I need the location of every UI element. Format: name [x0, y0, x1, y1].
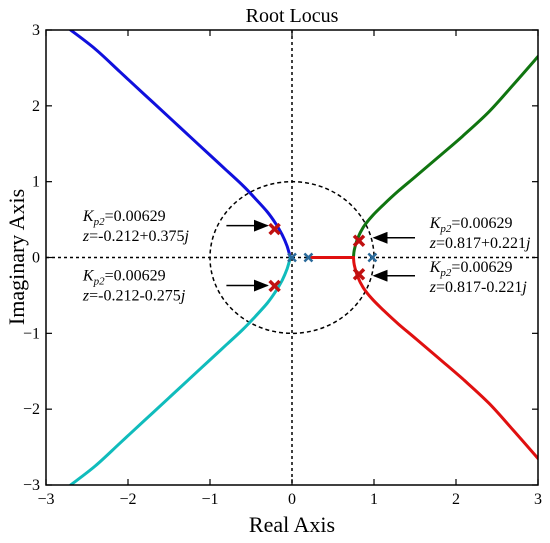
z-variable: z	[429, 235, 437, 252]
y-tick-label-5: 1	[32, 174, 40, 191]
y-tick-label-6: 2	[32, 98, 40, 115]
gain-marker-1	[268, 222, 281, 236]
annotations: Kp2=0.00629z=-0.212+0.375jKp2=0.00629z=-…	[82, 208, 531, 304]
gain-variable: K	[82, 208, 95, 225]
gain-marker-2	[268, 279, 281, 293]
locus-branch-1	[69, 30, 292, 259]
gain-subscript: p2	[439, 223, 452, 235]
z-value: =-0.212+0.375	[89, 228, 184, 245]
y-tick-label-4: 0	[32, 250, 40, 267]
z-imag-unit: j	[179, 287, 186, 304]
z-imag-unit: j	[524, 235, 531, 252]
gain-value: =0.00629	[105, 208, 166, 225]
gain-subscript: p2	[93, 216, 106, 228]
gain-subscript: p2	[93, 275, 106, 287]
annotation-z-2: z=-0.212-0.275j	[82, 287, 186, 304]
gain-marker-3	[352, 234, 366, 247]
z-value: =-0.212-0.275	[89, 287, 181, 304]
open-loop-poles	[287, 252, 378, 263]
z-imag-unit: j	[183, 228, 190, 245]
axes: −3 −2 −1 0 1 2 3 −3 −2 −1 0 1 2 3	[23, 22, 542, 508]
annotation-gain-1: Kp2=0.00629	[82, 208, 166, 228]
y-tick-label-1: −3	[23, 477, 40, 494]
gain-value: =0.00629	[451, 259, 512, 276]
y-axis-title: Imaginary Axis	[4, 189, 29, 325]
pole-marker-2	[303, 252, 314, 263]
y-tick-label-3: −1	[23, 325, 40, 342]
z-variable: z	[82, 287, 90, 304]
annotation-gain-2: Kp2=0.00629	[82, 267, 166, 287]
x-tick-label-2: −2	[119, 491, 136, 508]
gain-marker-4	[352, 268, 366, 281]
x-tick-label-5: 1	[370, 491, 378, 508]
z-variable: z	[429, 279, 437, 296]
gain-variable: K	[82, 267, 95, 284]
x-tick-label-6: 2	[452, 491, 460, 508]
annotation-gain-4: Kp2=0.00629	[429, 259, 513, 279]
gain-subscript: p2	[439, 267, 452, 279]
gain-markers	[268, 222, 366, 293]
z-variable: z	[82, 228, 90, 245]
y-tick-label-2: −2	[23, 401, 40, 418]
y-tick-label-7: 3	[32, 22, 40, 39]
z-imag-unit: j	[520, 279, 527, 296]
gain-variable: K	[429, 215, 442, 232]
x-axis-title: Real Axis	[249, 512, 335, 537]
x-tick-label-1: −3	[37, 491, 54, 508]
pole-marker-3	[367, 252, 378, 263]
z-value: =0.817+0.221	[436, 235, 526, 252]
locus-branch-2	[69, 256, 292, 485]
annotation-z-1: z=-0.212+0.375j	[82, 228, 190, 245]
z-value: =0.817-0.221	[436, 279, 522, 296]
gain-variable: K	[429, 259, 442, 276]
x-tick-label-4: 0	[288, 491, 296, 508]
gain-value: =0.00629	[105, 267, 166, 284]
pole-marker-1	[287, 252, 297, 263]
chart-title: Root Locus	[246, 5, 339, 27]
annotation-z-3: z=0.817+0.221j	[429, 235, 531, 252]
annotation-z-4: z=0.817-0.221j	[429, 279, 528, 296]
x-tick-label-3: −1	[201, 491, 218, 508]
x-tick-label-7: 3	[534, 491, 542, 508]
gain-value: =0.00629	[451, 215, 512, 232]
annotation-gain-3: Kp2=0.00629	[429, 215, 513, 235]
